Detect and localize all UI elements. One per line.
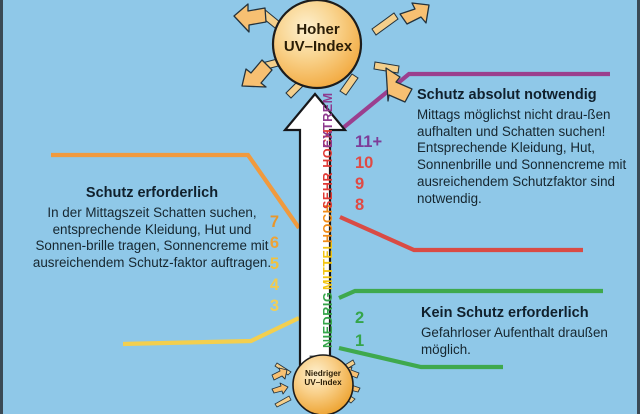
top-sun-circle <box>271 0 363 90</box>
green-connector-upper <box>338 288 603 300</box>
kein-schutz-erforderlich-heading: Kein Schutz erforderlich <box>421 305 589 321</box>
uv-number-1: 1 <box>355 332 365 350</box>
scale-label-niedrig: NIEDRIG <box>321 291 335 348</box>
schutz-erforderlich-block: Schutz erforderlich In der Mittagszeit S… <box>27 185 277 272</box>
uv-number-2: 2 <box>355 309 365 327</box>
uv-number-7: 7 <box>269 213 279 231</box>
uv-scale-arrow <box>282 92 348 394</box>
scale-label-mittel: MITTEL <box>321 241 335 290</box>
uv-number-4: 4 <box>269 276 279 294</box>
purple-connector <box>341 71 610 130</box>
kein-schutz-erforderlich-body: Gefahrloser Aufenthalt draußen möglich. <box>421 324 608 357</box>
scale-label-extrem: EXTREM <box>321 92 335 148</box>
orange-connector <box>51 152 301 230</box>
connector-lines-layer <box>51 71 610 370</box>
schutz-absolut-notwendig-block: Schutz absolut notwendig Mittags möglich… <box>417 87 637 208</box>
schutz-erforderlich-body: In der Mittagszeit Schatten suchen, ents… <box>32 204 272 271</box>
yellow-connector <box>122 316 300 347</box>
uv-number-3: 3 <box>269 297 279 315</box>
green-connector-lower <box>338 345 503 370</box>
uv-number-6: 6 <box>269 234 279 252</box>
uv-number-5: 5 <box>269 255 279 273</box>
graphics-layer <box>233 0 430 414</box>
bottom-sun-circle <box>292 354 354 414</box>
uv-number-9: 9 <box>355 175 365 193</box>
kein-schutz-erforderlich-block: Kein Schutz erforderlich Gefahrloser Auf… <box>421 305 637 358</box>
uv-number-8: 8 <box>355 196 365 214</box>
schutz-erforderlich-heading: Schutz erforderlich <box>85 185 219 201</box>
red-connector <box>339 215 583 253</box>
schutz-absolut-notwendig-body: Mittags möglichst nicht drau-ßen aufhalt… <box>417 106 627 206</box>
schutz-absolut-notwendig-heading: Schutz absolut notwendig <box>417 87 597 103</box>
uv-number-10: 10 <box>355 154 374 172</box>
scale-label-hoch: HOCH <box>321 203 335 243</box>
top-sun-block-arrows <box>233 2 430 103</box>
uv-number-11plus: 11+ <box>355 133 383 151</box>
